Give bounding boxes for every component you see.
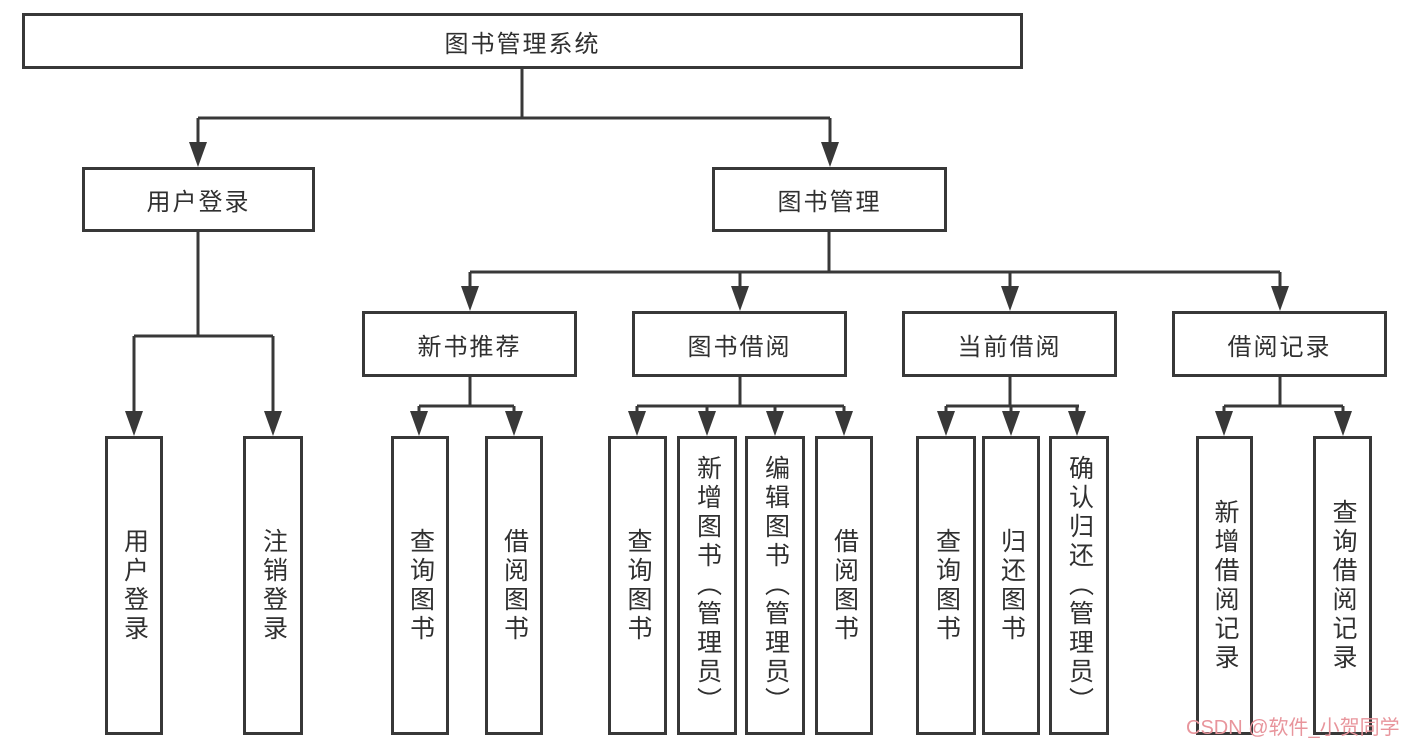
leaf-borrow-add-books: 新增图书（管理员）: [677, 436, 737, 735]
node-current-borrow: 当前借阅: [902, 311, 1117, 377]
node-new-book-rec: 新书推荐: [362, 311, 577, 377]
leaf-current-query-books: 查询图书: [916, 436, 976, 735]
leaf-borrow-query-books: 查询图书: [608, 436, 667, 735]
leaf-borrow-edit-books: 编辑图书（管理员）: [745, 436, 805, 735]
node-book-borrow: 图书借阅: [632, 311, 847, 377]
leaf-rec-borrow-books: 借阅图书: [485, 436, 543, 735]
leaf-borrow-borrow-books: 借阅图书: [815, 436, 873, 735]
leaf-logout: 注销登录: [243, 436, 303, 735]
node-user-login: 用户登录: [82, 167, 315, 232]
leaf-rec-query-books: 查询图书: [391, 436, 449, 735]
csdn-watermark: CSDN @软件_小贺同学: [1186, 717, 1400, 739]
node-borrow-records: 借阅记录: [1172, 311, 1387, 377]
leaf-current-return-books: 归还图书: [982, 436, 1040, 735]
node-book-mgmt: 图书管理: [712, 167, 947, 232]
leaf-current-confirm-return: 确认归还（管理员）: [1049, 436, 1109, 735]
leaf-user-login: 用户登录: [105, 436, 163, 735]
leaf-records-query: 查询借阅记录: [1313, 436, 1372, 735]
node-root: 图书管理系统: [22, 13, 1023, 69]
leaf-records-add: 新增借阅记录: [1196, 436, 1253, 735]
